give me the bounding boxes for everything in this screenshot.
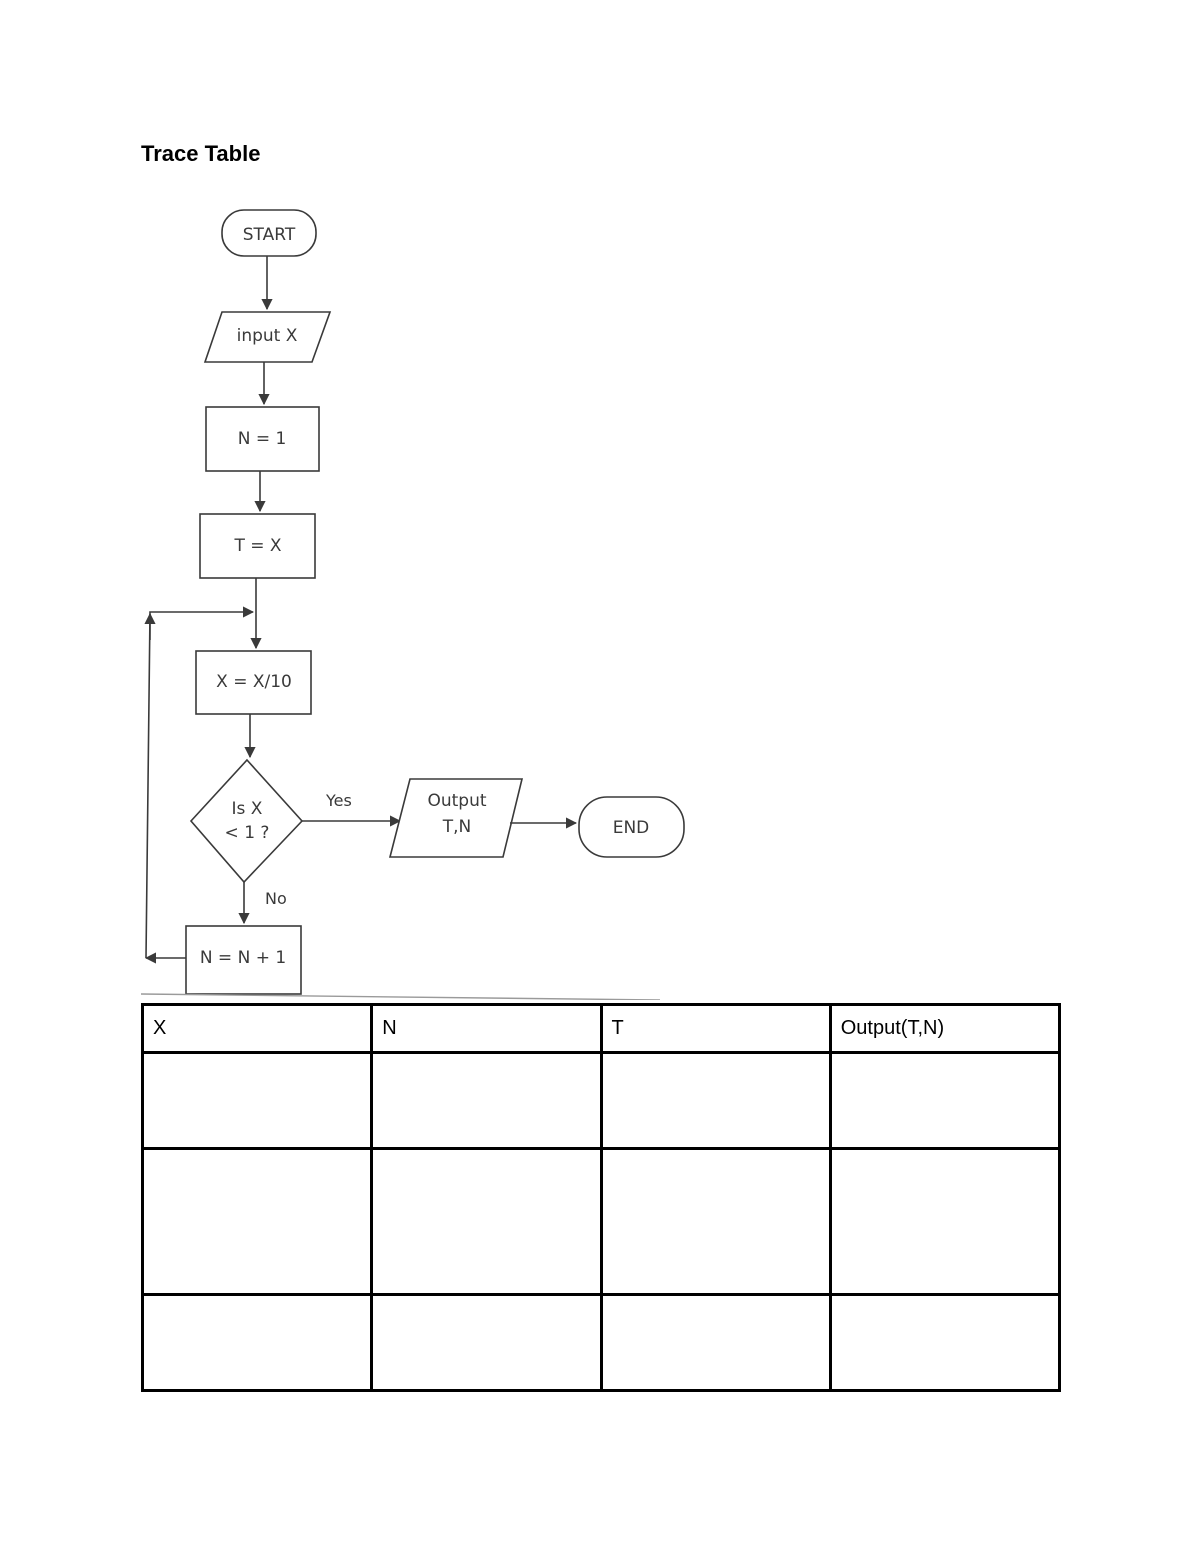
divide-label: X = X/10 xyxy=(216,672,292,692)
init-n-label: N = 1 xyxy=(238,429,287,449)
no-label: No xyxy=(265,889,287,908)
table-cell[interactable] xyxy=(828,1051,1062,1150)
decision-line1: Is X xyxy=(232,799,263,819)
trace-table-header-row: X N T Output(T,N) xyxy=(140,1003,1062,1054)
decision-line2: < 1 ? xyxy=(225,823,270,843)
trace-table: X N T Output(T,N) xyxy=(140,1003,1062,1392)
table-cell[interactable] xyxy=(140,1293,374,1392)
table-cell[interactable] xyxy=(370,1293,603,1392)
output-line2: T,N xyxy=(442,817,472,837)
table-cell[interactable] xyxy=(370,1051,603,1150)
input-node: input X xyxy=(203,311,332,363)
divide-node: X = X/10 xyxy=(195,650,312,715)
yes-label: Yes xyxy=(325,791,352,810)
init-n-node: N = 1 xyxy=(205,406,320,472)
table-cell[interactable] xyxy=(370,1147,603,1296)
header-x: X xyxy=(140,1003,374,1054)
table-cell[interactable] xyxy=(140,1051,374,1150)
start-node: START xyxy=(221,209,317,257)
decision-node: Is X < 1 ? xyxy=(189,758,304,884)
table-cell[interactable] xyxy=(599,1051,832,1150)
init-t-label: T = X xyxy=(233,536,281,556)
table-row xyxy=(140,1293,1062,1392)
table-cell[interactable] xyxy=(599,1147,832,1296)
header-output: Output(T,N) xyxy=(828,1003,1062,1054)
increment-node: N = N + 1 xyxy=(185,925,302,995)
output-node: Output T,N xyxy=(388,778,524,858)
table-row xyxy=(140,1147,1062,1296)
loop-arrow-back xyxy=(145,606,255,959)
increment-label: N = N + 1 xyxy=(200,948,286,968)
table-cell[interactable] xyxy=(828,1293,1062,1392)
end-node: END xyxy=(578,796,685,858)
table-row xyxy=(140,1051,1062,1150)
figure-divider xyxy=(140,993,661,1000)
page-title: Trace Table xyxy=(141,141,261,166)
flowchart-diagram: START input X N = 1 T = X X = X/10 Is X … xyxy=(140,209,685,1000)
end-label: END xyxy=(613,818,650,838)
output-line1: Output xyxy=(427,791,486,811)
table-cell[interactable] xyxy=(828,1147,1062,1296)
input-label: input X xyxy=(237,326,298,346)
table-cell[interactable] xyxy=(140,1147,374,1296)
start-label: START xyxy=(243,225,296,245)
init-t-node: T = X xyxy=(199,513,316,579)
header-n: N xyxy=(370,1003,603,1054)
table-cell[interactable] xyxy=(599,1293,832,1392)
header-t: T xyxy=(599,1003,832,1054)
